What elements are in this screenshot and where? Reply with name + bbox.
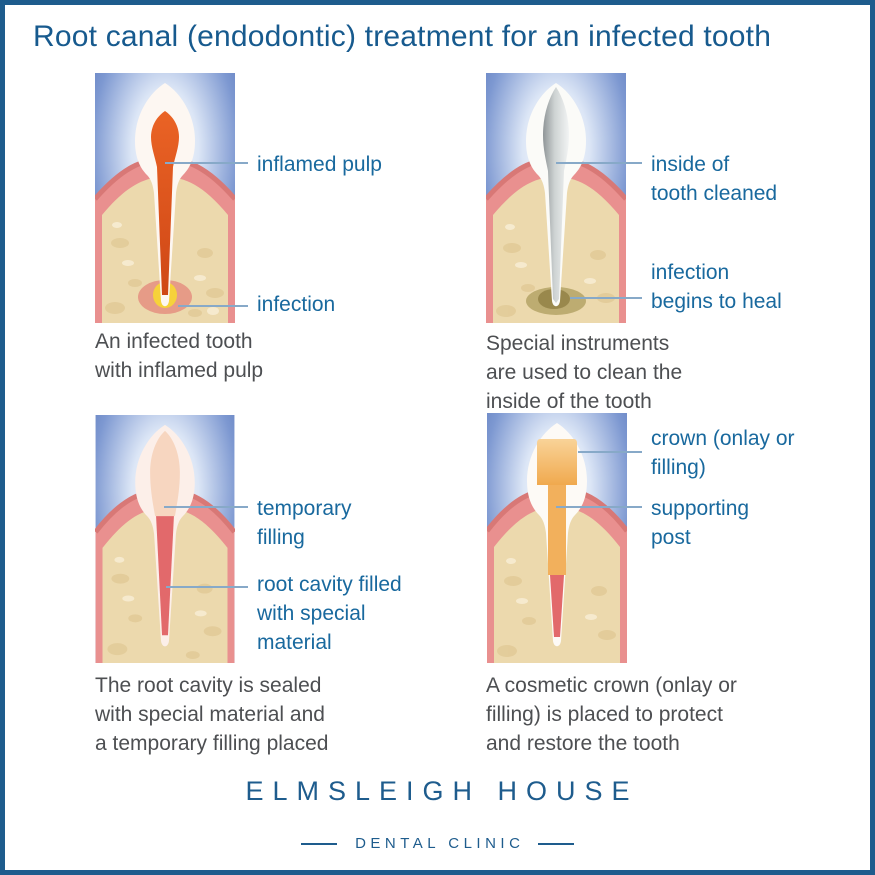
label-infection: infection bbox=[257, 293, 336, 316]
root-filling bbox=[550, 575, 564, 637]
crowned-tooth-illustration bbox=[487, 413, 627, 663]
inflamed-pulp bbox=[151, 111, 179, 295]
page-title: Root canal (endodontic) treatment for an… bbox=[33, 20, 772, 53]
label-infection-heal: infection begins to heal bbox=[651, 261, 782, 313]
panel-crown bbox=[487, 413, 627, 663]
infected-tooth-illustration bbox=[95, 73, 235, 323]
panel-sealing bbox=[95, 415, 235, 663]
clinic-type: DENTAL CLINIC bbox=[355, 835, 525, 852]
label-inflamed-pulp: inflamed pulp bbox=[257, 153, 382, 176]
leader-line-crown bbox=[578, 451, 642, 453]
leader-line-root-cavity bbox=[166, 586, 248, 588]
cleaned-canal bbox=[543, 87, 569, 303]
leader-line-supporting-post bbox=[556, 506, 642, 508]
leader-line-inside-cleaned bbox=[556, 162, 642, 164]
sealed-tooth-illustration bbox=[95, 415, 235, 663]
divider-line-left bbox=[300, 842, 337, 845]
label-inside-cleaned: inside of tooth cleaned bbox=[651, 153, 778, 205]
clinic-name: ELMSLEIGH HOUSE bbox=[245, 776, 639, 806]
panel-infected-tooth bbox=[95, 73, 235, 323]
cleaned-tooth-illustration bbox=[486, 73, 626, 323]
caption-infected-tooth: An infected tooth with inflamed pulp bbox=[95, 330, 264, 382]
panel-cleaning bbox=[486, 73, 626, 323]
label-supporting-post: supporting post bbox=[651, 497, 750, 549]
temporary-filling bbox=[150, 430, 180, 517]
leader-line-infection bbox=[178, 305, 248, 307]
root-filling bbox=[156, 516, 174, 636]
caption-sealing: The root cavity is sealed with special m… bbox=[95, 674, 329, 755]
clinic-subtitle-row: DENTAL CLINIC bbox=[5, 835, 870, 852]
caption-crown: A cosmetic crown (onlay or filling) is p… bbox=[486, 674, 737, 755]
crown-onlay bbox=[537, 439, 577, 485]
label-root-cavity: root cavity filled with special material bbox=[257, 573, 402, 654]
leader-line-inflamed-pulp bbox=[165, 162, 248, 164]
supporting-post bbox=[548, 485, 566, 575]
caption-cleaning: Special instruments are used to clean th… bbox=[486, 332, 683, 413]
leader-line-temporary-filling bbox=[164, 506, 248, 508]
leader-line-infection-heal bbox=[570, 297, 642, 299]
label-temporary-filling: temporary filling bbox=[257, 497, 352, 549]
divider-line-right bbox=[538, 842, 575, 845]
label-crown: crown (onlay or filling) bbox=[651, 427, 795, 479]
